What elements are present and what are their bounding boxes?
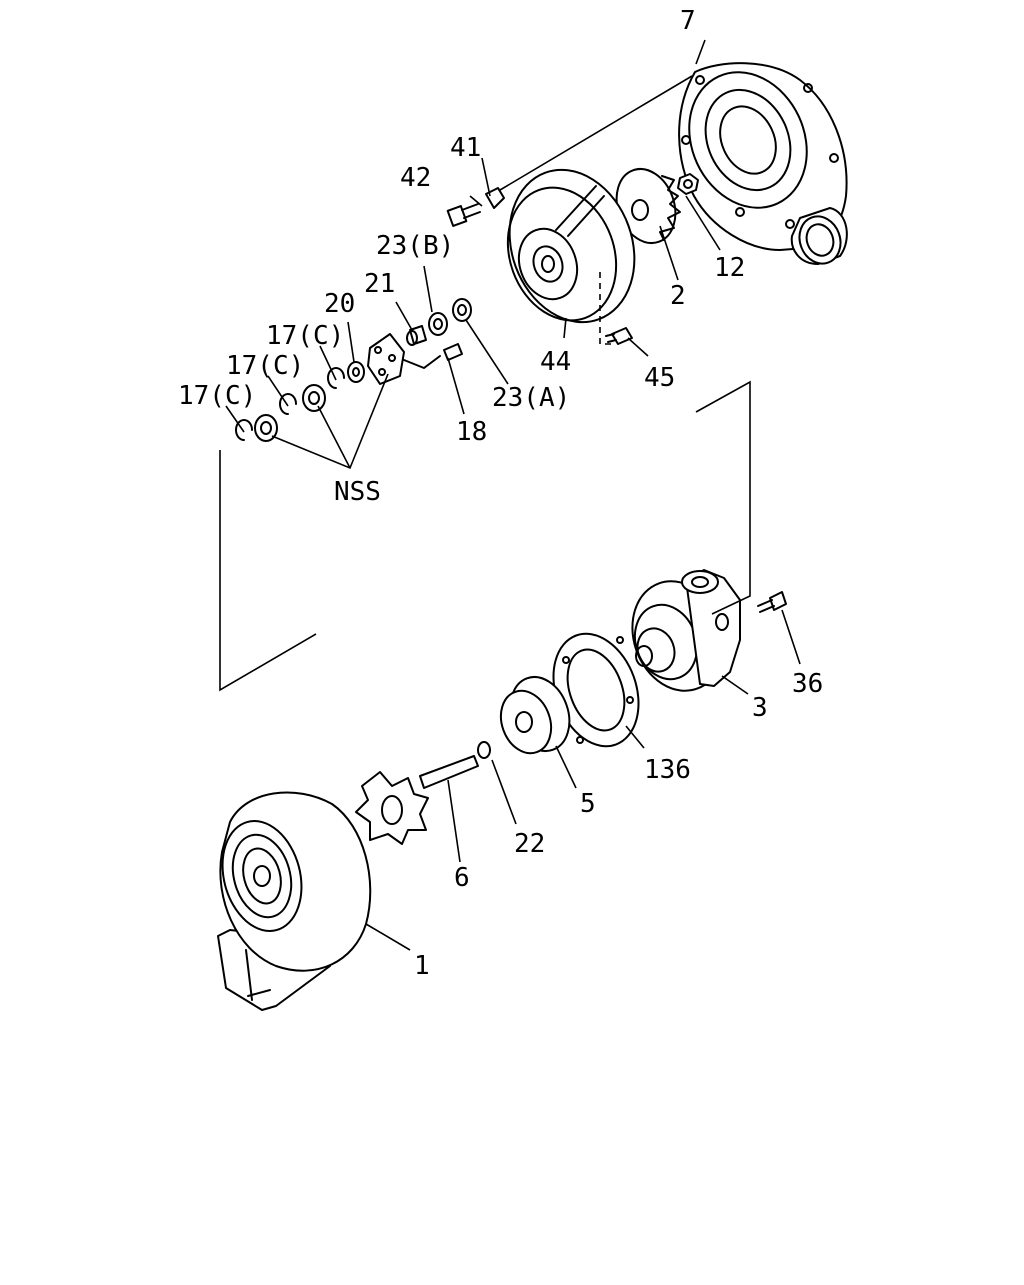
callout-20: 20 <box>324 289 355 319</box>
part-5-heat-shroud <box>499 676 571 755</box>
callout-23b: 23(B) <box>376 231 454 261</box>
part-22-ring <box>477 741 491 759</box>
callout-7: 7 <box>680 6 696 36</box>
part-45-bolt <box>605 327 633 345</box>
part-2-compressor-wheel <box>615 168 681 244</box>
callout-nss: NSS <box>334 477 381 507</box>
part-6-turbine-wheel-shaft <box>355 755 479 845</box>
part-7-compressor-housing <box>678 62 848 265</box>
callout-44: 44 <box>540 347 571 377</box>
callout-23a: 23(A) <box>492 383 570 413</box>
part-42-bolt <box>446 203 481 227</box>
assembly-lines <box>219 39 801 951</box>
part-3-center-housing <box>631 569 741 692</box>
part-1-turbine-housing <box>217 791 372 1011</box>
callout-136: 136 <box>644 755 691 785</box>
callout-2: 2 <box>670 281 686 311</box>
part-36-bolt <box>757 591 787 613</box>
callout-18: 18 <box>456 417 487 447</box>
callout-12: 12 <box>714 253 745 283</box>
part-23b-ring <box>428 312 448 336</box>
callout-1: 1 <box>414 951 430 981</box>
callout-42: 42 <box>400 163 431 193</box>
nss-bearings <box>254 384 326 442</box>
callout-17c-2: 17(C) <box>226 351 304 381</box>
callout-36: 36 <box>792 669 823 699</box>
part-12-nut <box>677 173 699 195</box>
callout-17c-1: 17(C) <box>266 321 344 351</box>
callout-21: 21 <box>364 269 395 299</box>
callout-3: 3 <box>752 693 768 723</box>
callout-45: 45 <box>644 363 675 393</box>
part-18-screw <box>403 343 463 369</box>
callout-17c-3: 17(C) <box>178 381 256 411</box>
callout-22: 22 <box>514 829 545 859</box>
thrust-bearing-plate <box>367 333 405 385</box>
callout-5: 5 <box>580 789 596 819</box>
part-44-back-plate <box>506 168 636 324</box>
callout-6: 6 <box>454 863 470 893</box>
part-20-thrust-collar <box>347 361 365 383</box>
callout-labels: 7 41 42 23(B) 21 20 17(C) 17(C) 17(C) 12… <box>178 6 823 981</box>
part-21-sleeve <box>406 325 427 346</box>
callout-41: 41 <box>450 133 481 163</box>
part-41-lock-plate <box>485 187 505 209</box>
part-136-gasket <box>552 632 640 748</box>
part-23a-ring <box>452 298 472 322</box>
